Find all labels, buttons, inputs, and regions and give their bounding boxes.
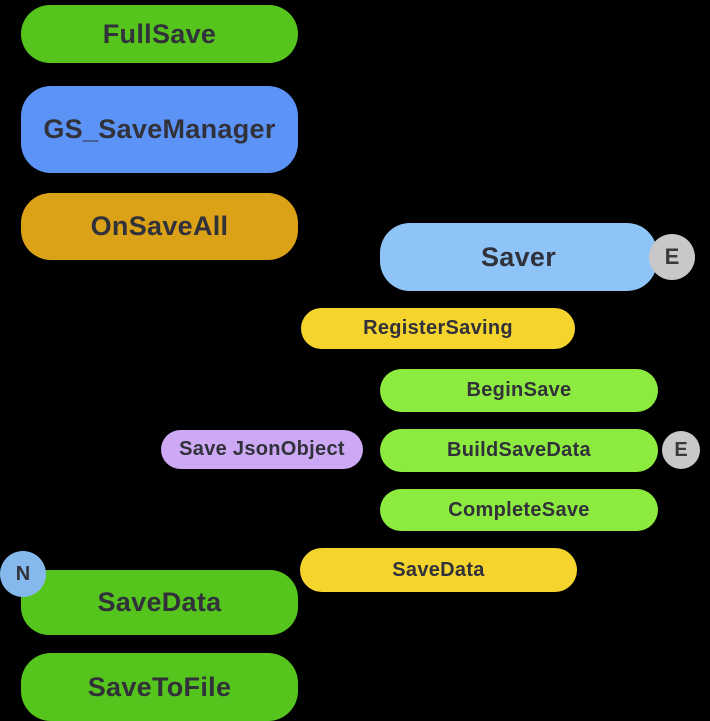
node-fullsave-label: FullSave — [102, 18, 217, 49]
node-gs-savemanager[interactable]: GS_SaveManager — [21, 86, 298, 173]
node-beginsave-label: BeginSave — [466, 379, 572, 401]
node-save-jsonobject[interactable]: Save JsonObject — [161, 430, 363, 469]
node-savedata[interactable]: SaveData — [21, 570, 298, 635]
event-badge-buildsavedata: E — [662, 431, 700, 469]
node-savedata-label: SaveData — [97, 587, 222, 617]
node-registersaving-label: RegisterSaving — [363, 317, 513, 339]
node-onsaveall-label: OnSaveAll — [90, 211, 229, 241]
node-saver[interactable]: Saver — [380, 223, 657, 291]
node-onsaveall[interactable]: OnSaveAll — [21, 193, 298, 260]
node-buildsavedata[interactable]: BuildSaveData — [380, 429, 658, 472]
event-badge-saver: E — [649, 234, 695, 280]
node-gs-savemanager-label: GS_SaveManager — [43, 114, 276, 144]
node-saver-label: Saver — [480, 241, 557, 272]
node-completesave-label: CompleteSave — [448, 498, 590, 521]
n-badge-savedata-label: N — [15, 562, 31, 585]
node-savetofile-label: SaveToFile — [87, 671, 232, 702]
event-badge-saver-label: E — [664, 244, 680, 269]
event-badge-buildsavedata-label: E — [674, 438, 688, 461]
node-buildsavedata-label: BuildSaveData — [447, 439, 591, 461]
node-registersaving[interactable]: RegisterSaving — [301, 308, 575, 349]
node-beginsave[interactable]: BeginSave — [380, 369, 658, 412]
node-save-jsonobject-label: Save JsonObject — [179, 438, 345, 460]
node-completesave[interactable]: CompleteSave — [380, 489, 658, 531]
node-fullsave[interactable]: FullSave — [21, 5, 298, 63]
node-savedata-call-label: SaveData — [392, 558, 485, 581]
node-savetofile[interactable]: SaveToFile — [21, 653, 298, 721]
n-badge-savedata: N — [0, 551, 46, 597]
node-savedata-call[interactable]: SaveData — [300, 548, 577, 592]
